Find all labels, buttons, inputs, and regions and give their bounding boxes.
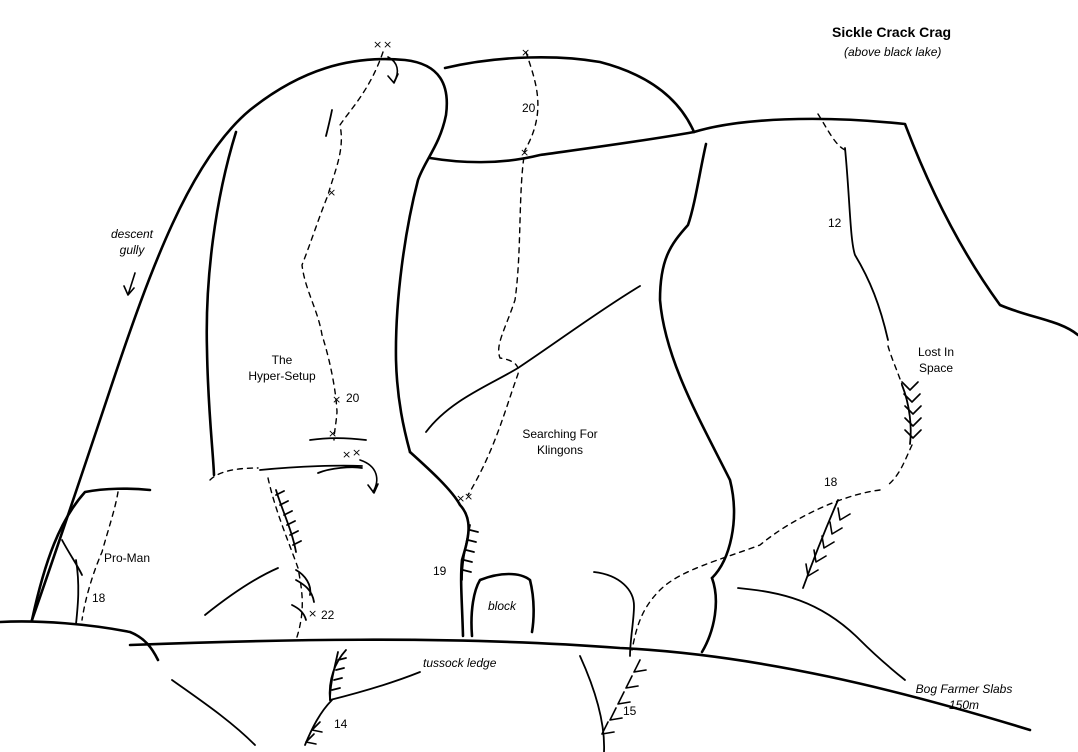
descent-arrow-icon: [123, 272, 136, 296]
lower-off-arrow-icon: [387, 56, 399, 84]
route-label-pro-man: Pro-Man: [104, 551, 151, 565]
route-label-hyper-setup: The Hyper-Setup: [240, 352, 324, 384]
route-label-lost-in-space: Lost In Space: [906, 344, 966, 376]
bog-label-line2: 150m: [948, 698, 980, 712]
grade-hyper-setup: 20: [346, 391, 360, 405]
block-label: block: [488, 599, 517, 613]
lost-label-line1: Lost In: [917, 345, 955, 359]
svg-text:×: ×: [521, 46, 530, 59]
grade-15: 15: [623, 704, 637, 718]
bog-label-line1: Bog Farmer Slabs: [915, 682, 1013, 696]
svg-text:×: ×: [327, 186, 336, 199]
tussock-ledge-label: tussock ledge: [423, 656, 497, 670]
route-pro-man: [81, 491, 119, 621]
route-small-left: [209, 467, 259, 481]
searching-label-line1: Searching For: [522, 427, 598, 441]
svg-text:×: ×: [464, 490, 473, 503]
chevron-marks: [305, 381, 922, 745]
grade-14: 14: [334, 717, 348, 731]
route-lines: [81, 51, 913, 651]
grade-22: 22: [321, 608, 335, 622]
route-lost-in-space-finish: [887, 444, 913, 486]
lost-label-line2: Space: [918, 361, 954, 375]
route-hyper-setup: [301, 51, 384, 441]
svg-text:×: ×: [332, 393, 341, 406]
route-hyper-lower: [267, 477, 303, 641]
rock-outlines: [0, 56, 1078, 752]
hyper-label-line2: Hyper-Setup: [248, 369, 316, 383]
crag-title: Sickle Crack Crag: [832, 24, 952, 40]
svg-text:×: ×: [456, 492, 465, 505]
svg-text:×: ×: [373, 38, 382, 51]
svg-text:×: ×: [383, 38, 392, 51]
svg-text:×: ×: [342, 448, 351, 461]
descent-label-line1: descent: [110, 227, 154, 241]
hatched-corners: [275, 489, 479, 701]
grade-pro-man: 18: [92, 591, 106, 605]
grade-18-right: 18: [824, 475, 838, 489]
searching-label-line2: Klingons: [536, 443, 584, 457]
svg-text:×: ×: [352, 446, 361, 459]
route-label-searching-for-klingons: Searching For Klingons: [508, 426, 612, 458]
route-traverse: [631, 489, 881, 651]
direction-arrows: [123, 56, 399, 494]
grade-12: 12: [828, 216, 842, 230]
route-lost-in-space-lower: [887, 345, 903, 386]
bog-farmer-slabs-label: Bog Farmer Slabs 150m: [896, 681, 1032, 713]
svg-text:×: ×: [520, 146, 529, 159]
descent-label-line2: gully: [119, 243, 145, 257]
bolt-marks: ×× × × × × × ×× ×× ×: [308, 38, 530, 620]
svg-text:×: ×: [328, 427, 337, 440]
hyper-label-line1: The: [271, 353, 293, 367]
route-lost-in-space: [817, 113, 846, 151]
grade-19: 19: [433, 564, 447, 578]
descent-gully-label: descent gully: [100, 226, 164, 258]
svg-text:×: ×: [308, 607, 317, 620]
crack-lines: [325, 109, 912, 589]
lower-off-arrow-lower-icon: [359, 459, 379, 494]
grade-top-20: 20: [522, 101, 536, 115]
crag-subtitle: (above black lake): [844, 45, 942, 59]
route-searching-for-klingons: [467, 51, 539, 496]
